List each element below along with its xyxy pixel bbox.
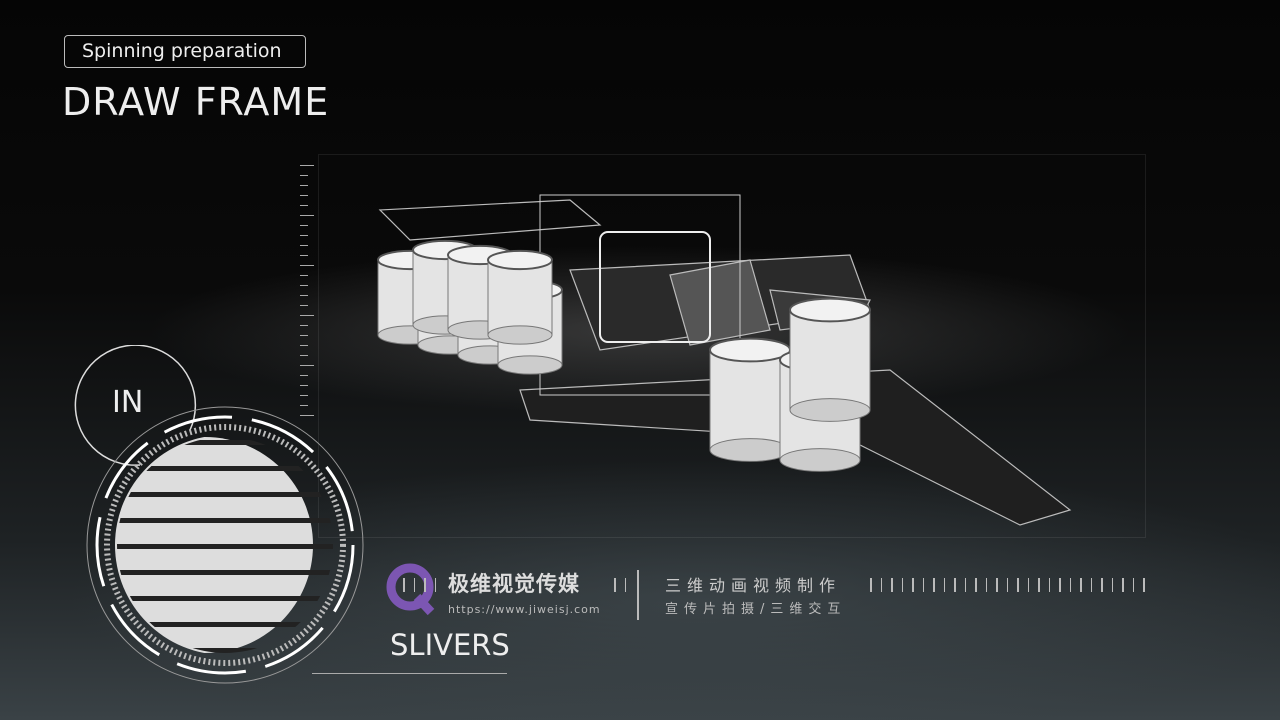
- sliver-can: [789, 297, 871, 422]
- sliver-can: [487, 249, 553, 345]
- creel-frame: [378, 199, 602, 241]
- draw-frame-machine-illustration: [377, 194, 1072, 526]
- sliver-fiber-gap: [117, 466, 333, 471]
- input-label: IN: [112, 385, 144, 420]
- sliver-can: [709, 337, 791, 462]
- sliver-fiber-gap: [117, 492, 333, 497]
- watermark-line2: 宣传片拍摄/三维交互: [665, 602, 847, 617]
- watermark-line1: 三维动画视频制作: [665, 576, 842, 595]
- lens-outer-ring: [95, 415, 355, 675]
- lens-tick-ring: [104, 424, 346, 666]
- sliver-fiber-gap: [117, 518, 333, 523]
- output-label: SLIVERS: [390, 628, 510, 662]
- watermark-bars: [403, 578, 436, 592]
- sliver-fiber-gap: [117, 648, 333, 653]
- drafting-head: [669, 259, 771, 346]
- in-ring: [74, 345, 197, 466]
- sliver-fiber-gap: [117, 544, 333, 549]
- hud-scale-ticks: [300, 165, 314, 425]
- page-title: DRAW FRAME: [62, 80, 330, 124]
- hud-panel-frame: [318, 154, 1146, 538]
- watermark-bars: [870, 578, 1145, 592]
- sliver-fiber-gap: [117, 440, 333, 445]
- sliver-magnifier: [74, 345, 364, 684]
- watermark-brand: 极维视觉传媒: [448, 572, 580, 596]
- watermark-bars: [614, 578, 626, 592]
- conveyor-base: [519, 369, 1072, 526]
- focus-reticle: [599, 231, 711, 343]
- watermark-url: https://www.jiweisj.com: [448, 603, 601, 616]
- sliver-fiber-gap: [117, 570, 333, 575]
- watermark-logo: [386, 563, 435, 616]
- watermark-separator: [637, 570, 639, 620]
- section-subtitle: Spinning preparation: [64, 35, 306, 68]
- sliver-fiber-gap: [117, 622, 333, 627]
- sliver-fiber-gap: [117, 596, 333, 601]
- output-underline: [312, 673, 507, 674]
